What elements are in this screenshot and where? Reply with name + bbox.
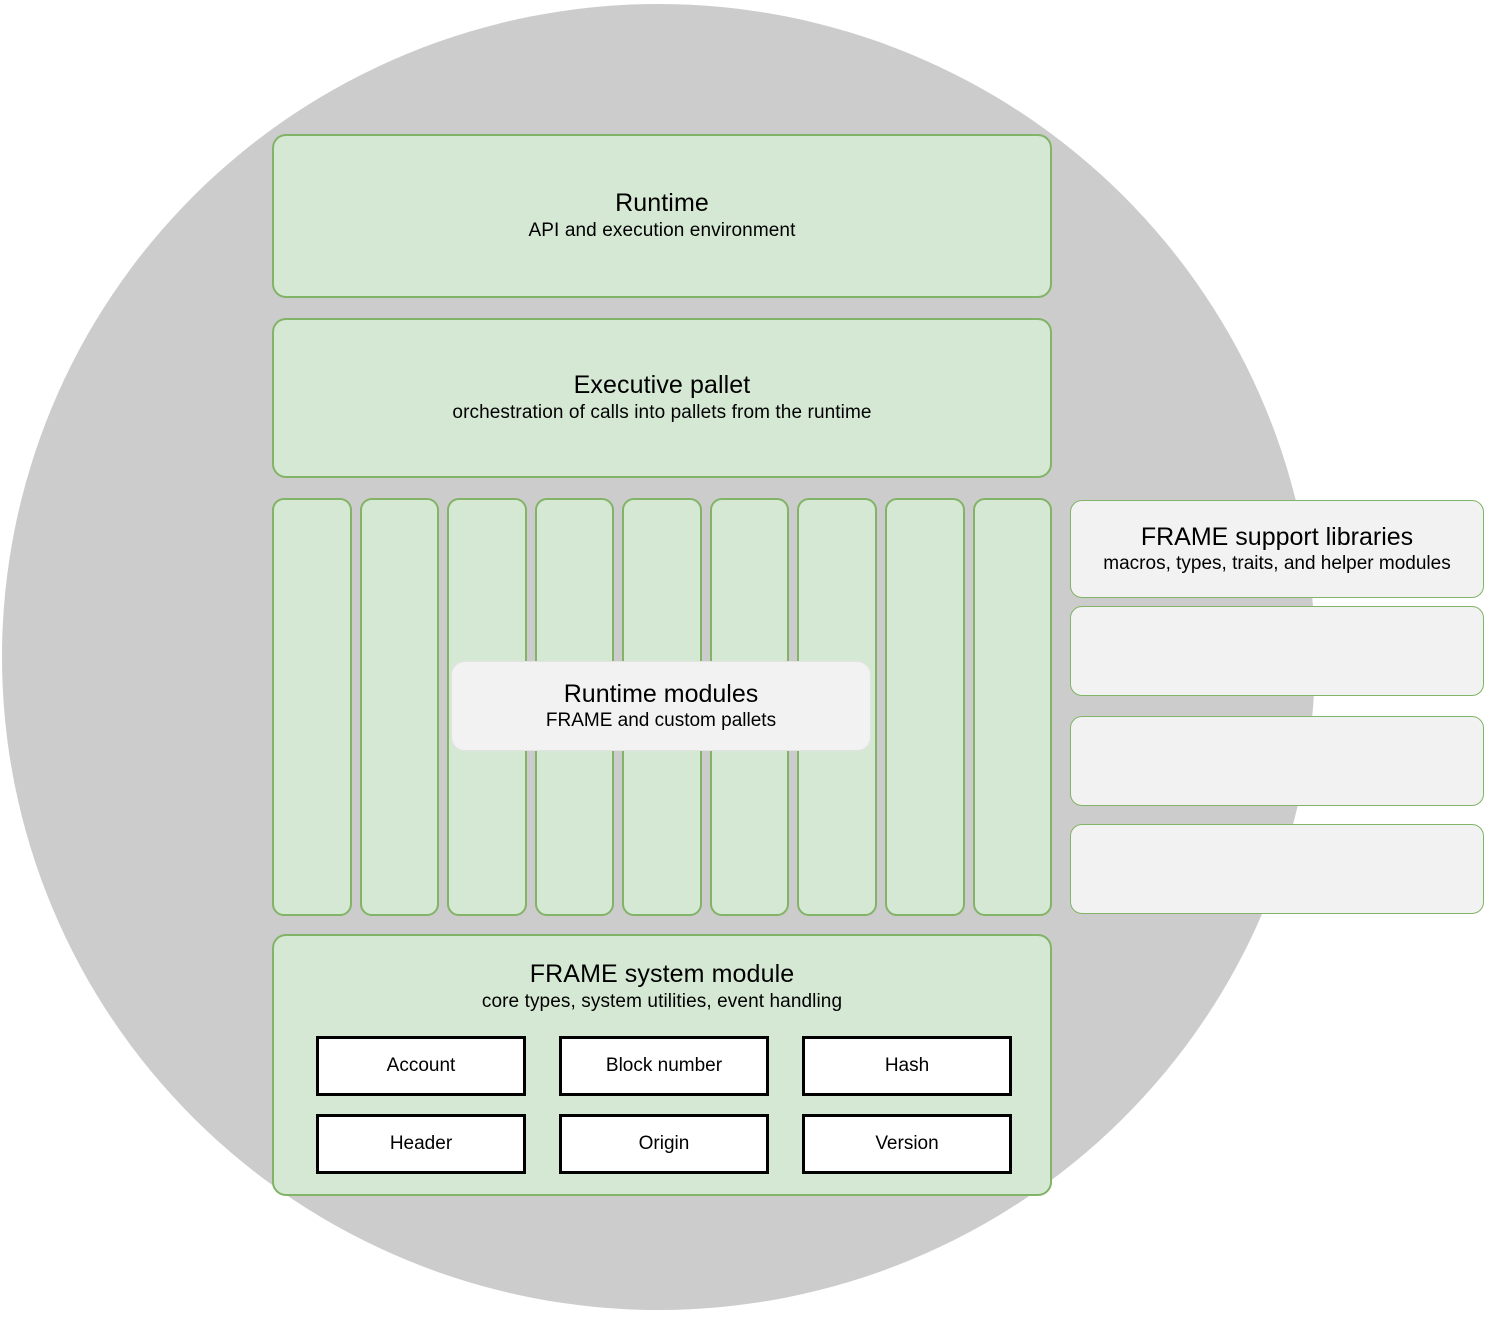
executive-pallet-title: Executive pallet xyxy=(573,371,751,400)
frame-system-title: FRAME system module xyxy=(529,960,795,988)
support-library-box-2[interactable] xyxy=(1070,606,1484,696)
type-box-header[interactable]: Header xyxy=(316,1114,526,1174)
pallet-column[interactable] xyxy=(884,498,965,916)
type-box-account[interactable]: Account xyxy=(316,1036,526,1096)
type-box-block-number[interactable]: Block number xyxy=(559,1036,769,1096)
pallet-column[interactable] xyxy=(359,498,440,916)
support-library-box-4[interactable] xyxy=(1070,824,1484,914)
runtime-modules-subtitle: FRAME and custom pallets xyxy=(545,710,777,732)
frame-support-libraries-subtitle: macros, types, traits, and helper module… xyxy=(1103,553,1451,575)
support-library-box-3[interactable] xyxy=(1070,716,1484,806)
frame-support-libraries-box[interactable]: FRAME support libraries macros, types, t… xyxy=(1070,500,1484,598)
pallet-column[interactable] xyxy=(272,498,352,916)
frame-support-libraries-title: FRAME support libraries xyxy=(1140,523,1414,552)
executive-pallet-box[interactable]: Executive pallet orchestration of calls … xyxy=(272,318,1052,478)
runtime-modules-overlay[interactable]: Runtime modules FRAME and custom pallets xyxy=(451,661,871,751)
executive-pallet-subtitle: orchestration of calls into pallets from… xyxy=(452,401,872,423)
frame-system-module-box[interactable]: FRAME system module core types, system u… xyxy=(272,934,1052,1196)
runtime-title: Runtime xyxy=(615,189,709,218)
type-box-hash[interactable]: Hash xyxy=(802,1036,1012,1096)
runtime-box[interactable]: Runtime API and execution environment xyxy=(272,134,1052,298)
type-box-version[interactable]: Version xyxy=(802,1114,1012,1174)
runtime-subtitle: API and execution environment xyxy=(528,219,796,241)
frame-system-subtitle: core types, system utilities, event hand… xyxy=(481,990,843,1012)
type-box-origin[interactable]: Origin xyxy=(559,1114,769,1174)
system-type-grid: Account Block number Hash Header Origin … xyxy=(316,1036,1012,1174)
pallet-column[interactable] xyxy=(972,498,1053,916)
runtime-modules-title: Runtime modules xyxy=(563,680,759,709)
